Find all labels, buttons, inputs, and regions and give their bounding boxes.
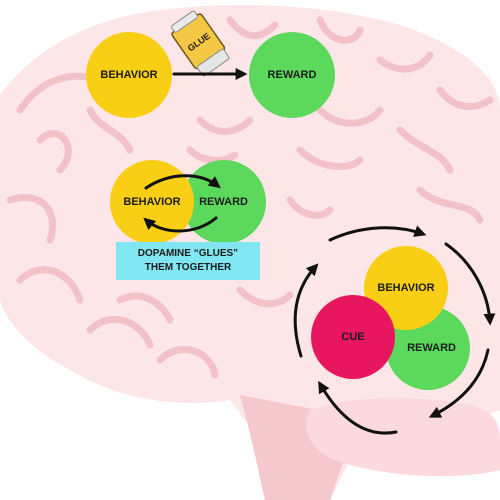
top-behavior-label: BEHAVIOR: [100, 69, 158, 81]
middle-reward-circle: REWARD: [182, 160, 266, 244]
caption-line-1: DOPAMINE “GLUES”: [137, 248, 239, 259]
dopamine-caption: DOPAMINE “GLUES” THEM TOGETHER: [116, 242, 260, 280]
loop-cue-label: CUE: [341, 331, 365, 343]
brain-folds: [6, 16, 494, 379]
glue-stick-icon: GLUE: [171, 10, 230, 77]
top-behavior-circle: BEHAVIOR: [86, 32, 172, 118]
middle-behavior-circle: BEHAVIOR: [110, 160, 194, 244]
middle-reward-label: REWARD: [199, 196, 248, 208]
loop-cue-circle: CUE: [311, 295, 395, 379]
caption-line-2: THEM TOGETHER: [144, 262, 232, 273]
loop-behavior-label: BEHAVIOR: [377, 282, 435, 294]
middle-behavior-label: BEHAVIOR: [123, 196, 181, 208]
top-reward-circle: REWARD: [249, 32, 335, 118]
loop-reward-label: REWARD: [407, 342, 456, 354]
top-reward-label: REWARD: [267, 69, 317, 81]
